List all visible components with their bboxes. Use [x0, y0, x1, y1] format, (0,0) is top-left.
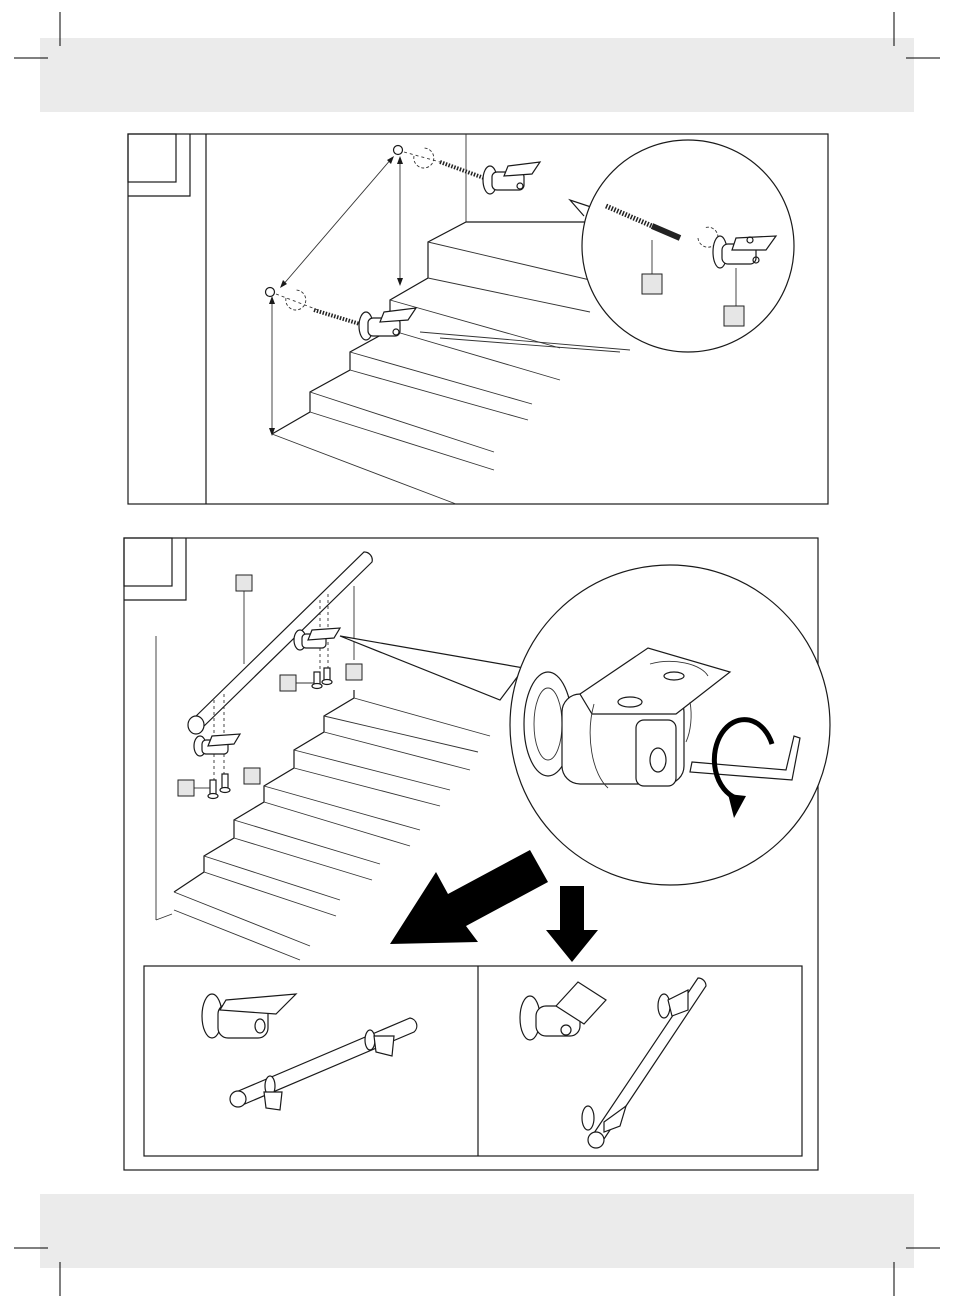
callout-box	[280, 675, 296, 691]
upper-fixing	[404, 148, 540, 194]
bracket-icon	[483, 162, 540, 194]
dimension-arrows	[269, 156, 403, 436]
callout-box	[346, 664, 362, 680]
callout-box	[244, 768, 260, 784]
variant-horizontal-mount	[202, 994, 417, 1110]
stairs	[272, 222, 600, 504]
magnifier-circle	[582, 140, 794, 352]
screw-icon	[208, 774, 230, 799]
drill-hole-icon	[266, 288, 275, 297]
screw-icon	[312, 668, 332, 689]
bracket-icon	[194, 734, 240, 756]
drill-hole-icon	[394, 146, 403, 155]
step-number-box-1	[128, 134, 176, 182]
figure-2	[124, 538, 830, 1170]
callout-box	[178, 780, 194, 796]
magnifier-circle	[510, 565, 830, 885]
step-number-box-2	[124, 538, 172, 586]
variant-angled-mount	[520, 978, 706, 1148]
bracket-icon	[294, 628, 340, 650]
callout-box	[236, 575, 252, 591]
callout-box	[642, 274, 662, 294]
screw-icon	[440, 162, 484, 178]
callout-box	[724, 306, 744, 326]
down-arrow-icon	[390, 850, 598, 962]
figure-1	[128, 134, 828, 504]
handrail-icon	[188, 552, 372, 734]
screw-icon	[314, 310, 360, 324]
